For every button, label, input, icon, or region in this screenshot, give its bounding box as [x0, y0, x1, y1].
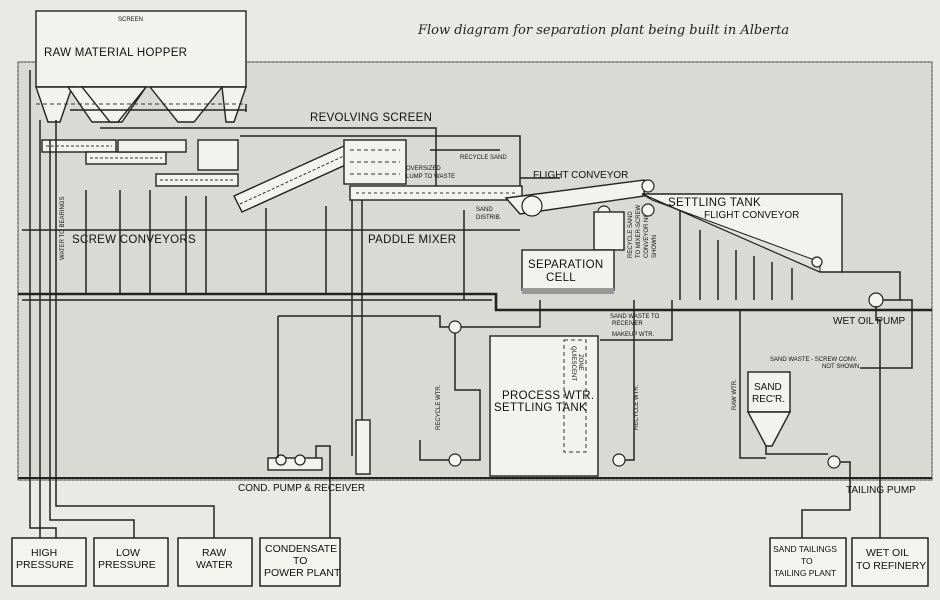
raw-water-box: RAW WATER	[177, 537, 253, 587]
cell-label: CELL	[546, 272, 576, 284]
screw-conveyors-label: SCREW CONVEYORS	[72, 234, 196, 246]
sand-tailings-label-1: SAND TAILINGS	[773, 544, 837, 554]
raw-material-hopper: SCREEN RAW MATERIAL HOPPER	[35, 10, 247, 123]
receiver-label: RECEIVER	[612, 321, 643, 327]
sand-distrib-label: SAND	[476, 207, 493, 213]
tailing-pump	[827, 455, 841, 469]
low-pressure-label-1: LOW	[116, 547, 140, 559]
recycle-sand-note-4: SHOWN	[652, 235, 658, 258]
wet-oil-pump	[868, 292, 884, 308]
sand-waste-note-2: NOT SHOWN	[822, 364, 859, 370]
high-pressure-box: HIGH PRESSURE	[11, 537, 87, 587]
quiescent-label: QUIESCENT	[570, 346, 576, 381]
hopper-title: RAW MATERIAL HOPPER	[44, 47, 187, 59]
piping	[18, 70, 932, 540]
cond-pump-receiver	[267, 419, 371, 475]
separation-cell	[521, 249, 615, 294]
high-pressure-label-1: HIGH	[31, 547, 57, 559]
sand-tailings-label-3: TAILING PLANT	[774, 568, 836, 578]
sand-tailings-box: SAND TAILINGS TO TAILING PLANT	[769, 537, 847, 587]
recycle-pump-2	[612, 453, 626, 467]
wet-oil-box: WET OIL TO REFINERY	[851, 537, 929, 587]
raw-water-label-1: RAW	[202, 547, 226, 559]
oversized-label: OVERSIZED	[406, 166, 441, 172]
hopper-screen-label: SCREEN	[118, 17, 143, 23]
wet-oil-label-1: WET OIL	[866, 547, 909, 559]
recycle-sand-note-1: RECYCLE SAND	[628, 211, 634, 258]
cond-pump-label: COND. PUMP & RECEIVER	[238, 483, 365, 494]
sand-tailings-label-2: TO	[801, 556, 813, 566]
recycle-sand-note: RECYCLE SAND TO MIXER-SCREW CONVEYOR NOT…	[628, 204, 658, 258]
destination-boxes: HIGH PRESSURE LOW PRESSURE RAW WATER CON…	[11, 537, 929, 587]
recycle-sand-note-2: TO MIXER-SCREW	[636, 204, 642, 258]
settling-tank-label: SETTLING TANK	[668, 197, 761, 209]
recycle-sand-note-3: CONVEYOR NOT	[644, 209, 650, 258]
raw-water-label-2: WATER	[196, 559, 233, 571]
water-to-bearings-label: WATER TO BEARINGS	[60, 197, 66, 260]
screw-conveyors	[41, 139, 239, 187]
process-water-settling-tank	[489, 335, 599, 477]
lump-to-waste-label: LUMP TO WASTE	[406, 174, 455, 180]
sand-waste-note-1: SAND WASTE - SCREW CONV.	[770, 357, 858, 363]
condensate-label-2: TO	[293, 555, 307, 567]
sand-receiver	[746, 371, 792, 447]
paddle-mixer-label: PADDLE MIXER	[368, 234, 456, 246]
recycle-sand-label: RECYCLE SAND	[460, 155, 507, 161]
zone-label: ZONE	[577, 354, 583, 371]
wet-oil-pump-label: WET OIL PUMP	[833, 316, 906, 327]
revolving-screen	[343, 139, 407, 185]
raw-wtr-label: RAW WTR.	[732, 379, 738, 410]
recycle-wtr-right-label: RECYCLE WTR.	[634, 384, 640, 430]
low-pressure-box: LOW PRESSURE	[93, 537, 169, 587]
recycle-pump	[448, 320, 462, 334]
sand-receiver-label-1: SAND	[754, 382, 782, 393]
condensate-box: CONDENSATE TO POWER PLANT	[259, 537, 341, 587]
separation-label: SEPARATION	[528, 259, 603, 271]
process-wtr-label: PROCESS WTR.	[502, 390, 594, 402]
flight-conveyor-top-label: FLIGHT CONVEYOR	[533, 170, 628, 181]
flight-conveyor-top	[504, 179, 655, 251]
paddle-mixer	[349, 185, 523, 201]
revolving-screen-label: REVOLVING SCREEN	[310, 112, 432, 124]
settling-tank-2-label: SETTLING TANK	[494, 402, 587, 414]
sand-distrib-label-2: DISTRIB.	[476, 215, 502, 221]
low-pressure-label-2: PRESSURE	[98, 559, 156, 571]
process-pump	[448, 453, 462, 467]
settling-tank	[641, 193, 843, 273]
sand-receiver-label-2: REC'R.	[752, 394, 785, 405]
flight-conveyor-tank-label: FLIGHT CONVEYOR	[704, 210, 799, 221]
tailing-pump-label: TAILING PUMP	[846, 485, 916, 496]
condensate-label-3: POWER PLANT	[264, 567, 341, 579]
recycle-wtr-left-label: RECYCLE WTR.	[436, 384, 442, 430]
high-pressure-label-2: PRESSURE	[16, 559, 74, 571]
sand-waste-to-label: SAND WASTE TO	[610, 314, 660, 320]
figure-caption: Flow diagram for separation plant being …	[417, 23, 789, 38]
condensate-label-1: CONDENSATE	[265, 543, 337, 555]
wet-oil-label-2: TO REFINERY	[856, 560, 926, 572]
plant-enclosure	[17, 61, 933, 481]
